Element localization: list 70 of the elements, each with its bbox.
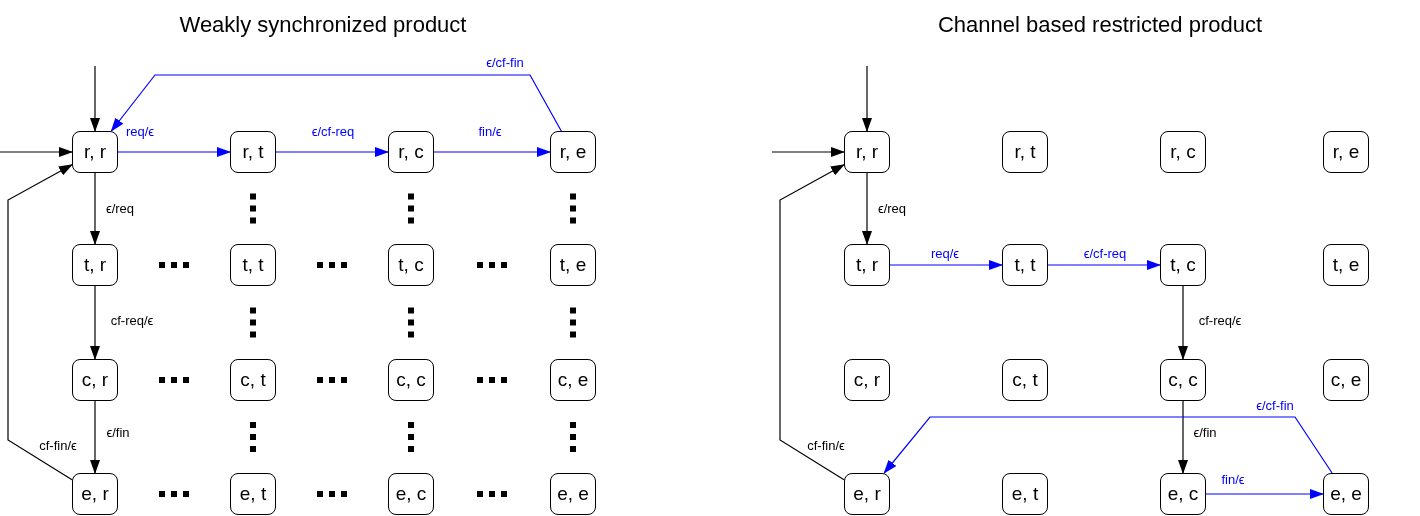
arrow [110, 74, 562, 132]
edge-label: cf-req/ϵ [108, 313, 156, 327]
state-box: e, e [550, 473, 596, 515]
state-box: c, r [844, 359, 890, 401]
edge-label: ϵ/fin [1191, 425, 1219, 439]
arrow [1205, 489, 1324, 499]
arrow [90, 65, 100, 132]
edge-label: ϵ/cf-fin [484, 55, 526, 69]
state-box: t, e [1323, 244, 1369, 286]
state-box: e, r [72, 473, 118, 515]
arrow [779, 164, 845, 481]
state-box: r, c [388, 131, 434, 173]
edge-label: fin/ϵ [476, 124, 504, 138]
edge-label: req/ϵ [928, 246, 962, 260]
state-box: e, c [1160, 473, 1206, 515]
edge-label: req/ϵ [123, 124, 157, 138]
edge-label: ϵ/cf-req [309, 124, 357, 138]
arrow [1178, 400, 1188, 474]
state-box: r, t [1002, 131, 1048, 173]
arrow [889, 260, 1003, 270]
state-box: c, t [1002, 359, 1048, 401]
state-box: c, c [1160, 359, 1206, 401]
state-box: r, e [550, 131, 596, 173]
state-box: t, r [844, 244, 890, 286]
arrow [117, 147, 231, 157]
title: Channel based restricted product [937, 10, 1263, 39]
state-box: c, c [388, 359, 434, 401]
arrow [771, 147, 845, 157]
title: Weakly synchronized product [179, 10, 467, 39]
state-box: c, t [230, 359, 276, 401]
state-box: e, c [388, 473, 434, 515]
state-box: t, e [550, 244, 596, 286]
edge-label: ϵ/req [875, 201, 909, 215]
edge-label: ϵ/req [103, 201, 137, 215]
arrow [0, 147, 73, 157]
state-box: r, e [1323, 131, 1369, 173]
state-box: e, r [844, 473, 890, 515]
arrow [862, 65, 872, 132]
state-box: e, e [1323, 473, 1369, 515]
state-box: r, r [844, 131, 890, 173]
state-box: e, t [1002, 473, 1048, 515]
edge-label: ϵ/cf-fin [1254, 398, 1296, 412]
edge-label: cf-fin/ϵ [37, 438, 79, 452]
state-box: r, t [230, 131, 276, 173]
arrow [1047, 260, 1161, 270]
state-box: t, r [72, 244, 118, 286]
state-box: t, t [230, 244, 276, 286]
arrow [1178, 285, 1188, 360]
state-box: r, c [1160, 131, 1206, 173]
arrow [883, 416, 1333, 474]
arrow [90, 172, 100, 245]
edge-label: cf-req/ϵ [1196, 313, 1244, 327]
arrow [90, 285, 100, 360]
arrow [7, 164, 73, 481]
edge-label: ϵ/cf-req [1081, 246, 1129, 260]
state-box: c, r [72, 359, 118, 401]
state-box: t, t [1002, 244, 1048, 286]
state-box: t, c [388, 244, 434, 286]
arrow [90, 400, 100, 474]
arrow [433, 147, 551, 157]
state-box: r, r [72, 131, 118, 173]
state-box: e, t [230, 473, 276, 515]
edge-label: fin/ϵ [1219, 472, 1247, 486]
edge-label: cf-fin/ϵ [805, 438, 847, 452]
arrow [862, 172, 872, 245]
state-box: c, e [1323, 359, 1369, 401]
state-box: c, e [550, 359, 596, 401]
state-box: t, c [1160, 244, 1206, 286]
edge-label: ϵ/fin [104, 425, 132, 439]
arrow [275, 147, 389, 157]
